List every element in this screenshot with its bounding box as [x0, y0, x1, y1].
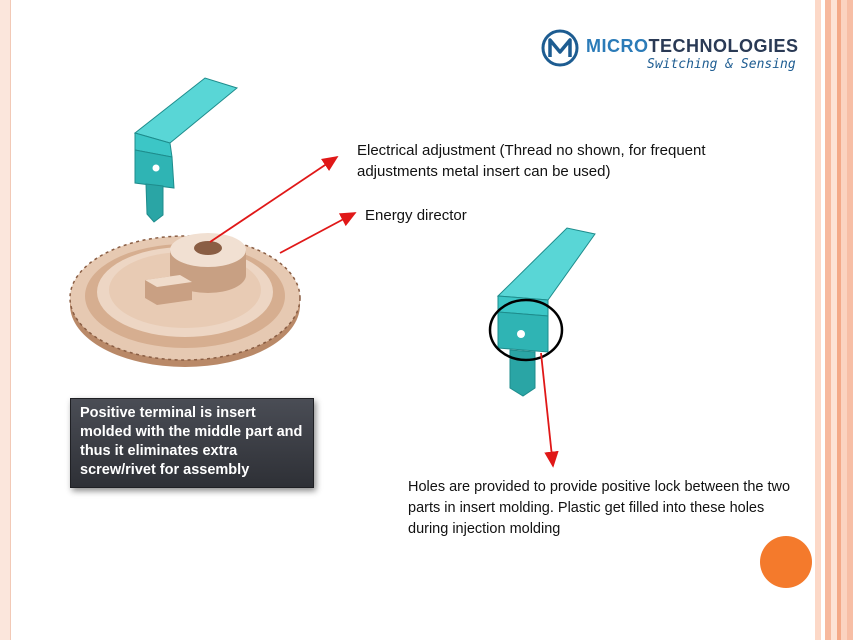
- callout-box: Positive terminal is insert molded with …: [70, 398, 314, 488]
- terminal-part-right: [488, 227, 596, 397]
- terminal-part-top: [133, 77, 239, 223]
- arrow-energy-director: [279, 212, 357, 254]
- company-logo: MICROTECHNOLOGIES Switching & Sensing: [540, 26, 820, 76]
- label-electrical-adjustment: Electrical adjustment (Thread no shown, …: [357, 142, 706, 180]
- label-energy-director: Energy director: [365, 207, 467, 224]
- slide-left-border: [0, 0, 11, 640]
- arrow-holes: [540, 352, 559, 468]
- label-holes: Holes are provided to provide positive l…: [408, 479, 791, 537]
- logo-m-icon: [541, 29, 579, 67]
- highlight-ellipse: [488, 298, 564, 362]
- logo-brand-technologies: TECHNOLOGIES: [648, 36, 799, 56]
- logo-brand-text: MICROTECHNOLOGIES: [586, 36, 799, 57]
- accent-dot: [760, 536, 812, 588]
- callout-text: Positive terminal is insert molded with …: [80, 405, 303, 478]
- gear-part: [69, 233, 301, 367]
- logo-brand-micro: MICRO: [586, 36, 649, 56]
- arrow-electrical-adjustment: [209, 155, 339, 243]
- slide-right-border: [815, 0, 853, 640]
- logo-tagline: Switching & Sensing: [647, 57, 796, 72]
